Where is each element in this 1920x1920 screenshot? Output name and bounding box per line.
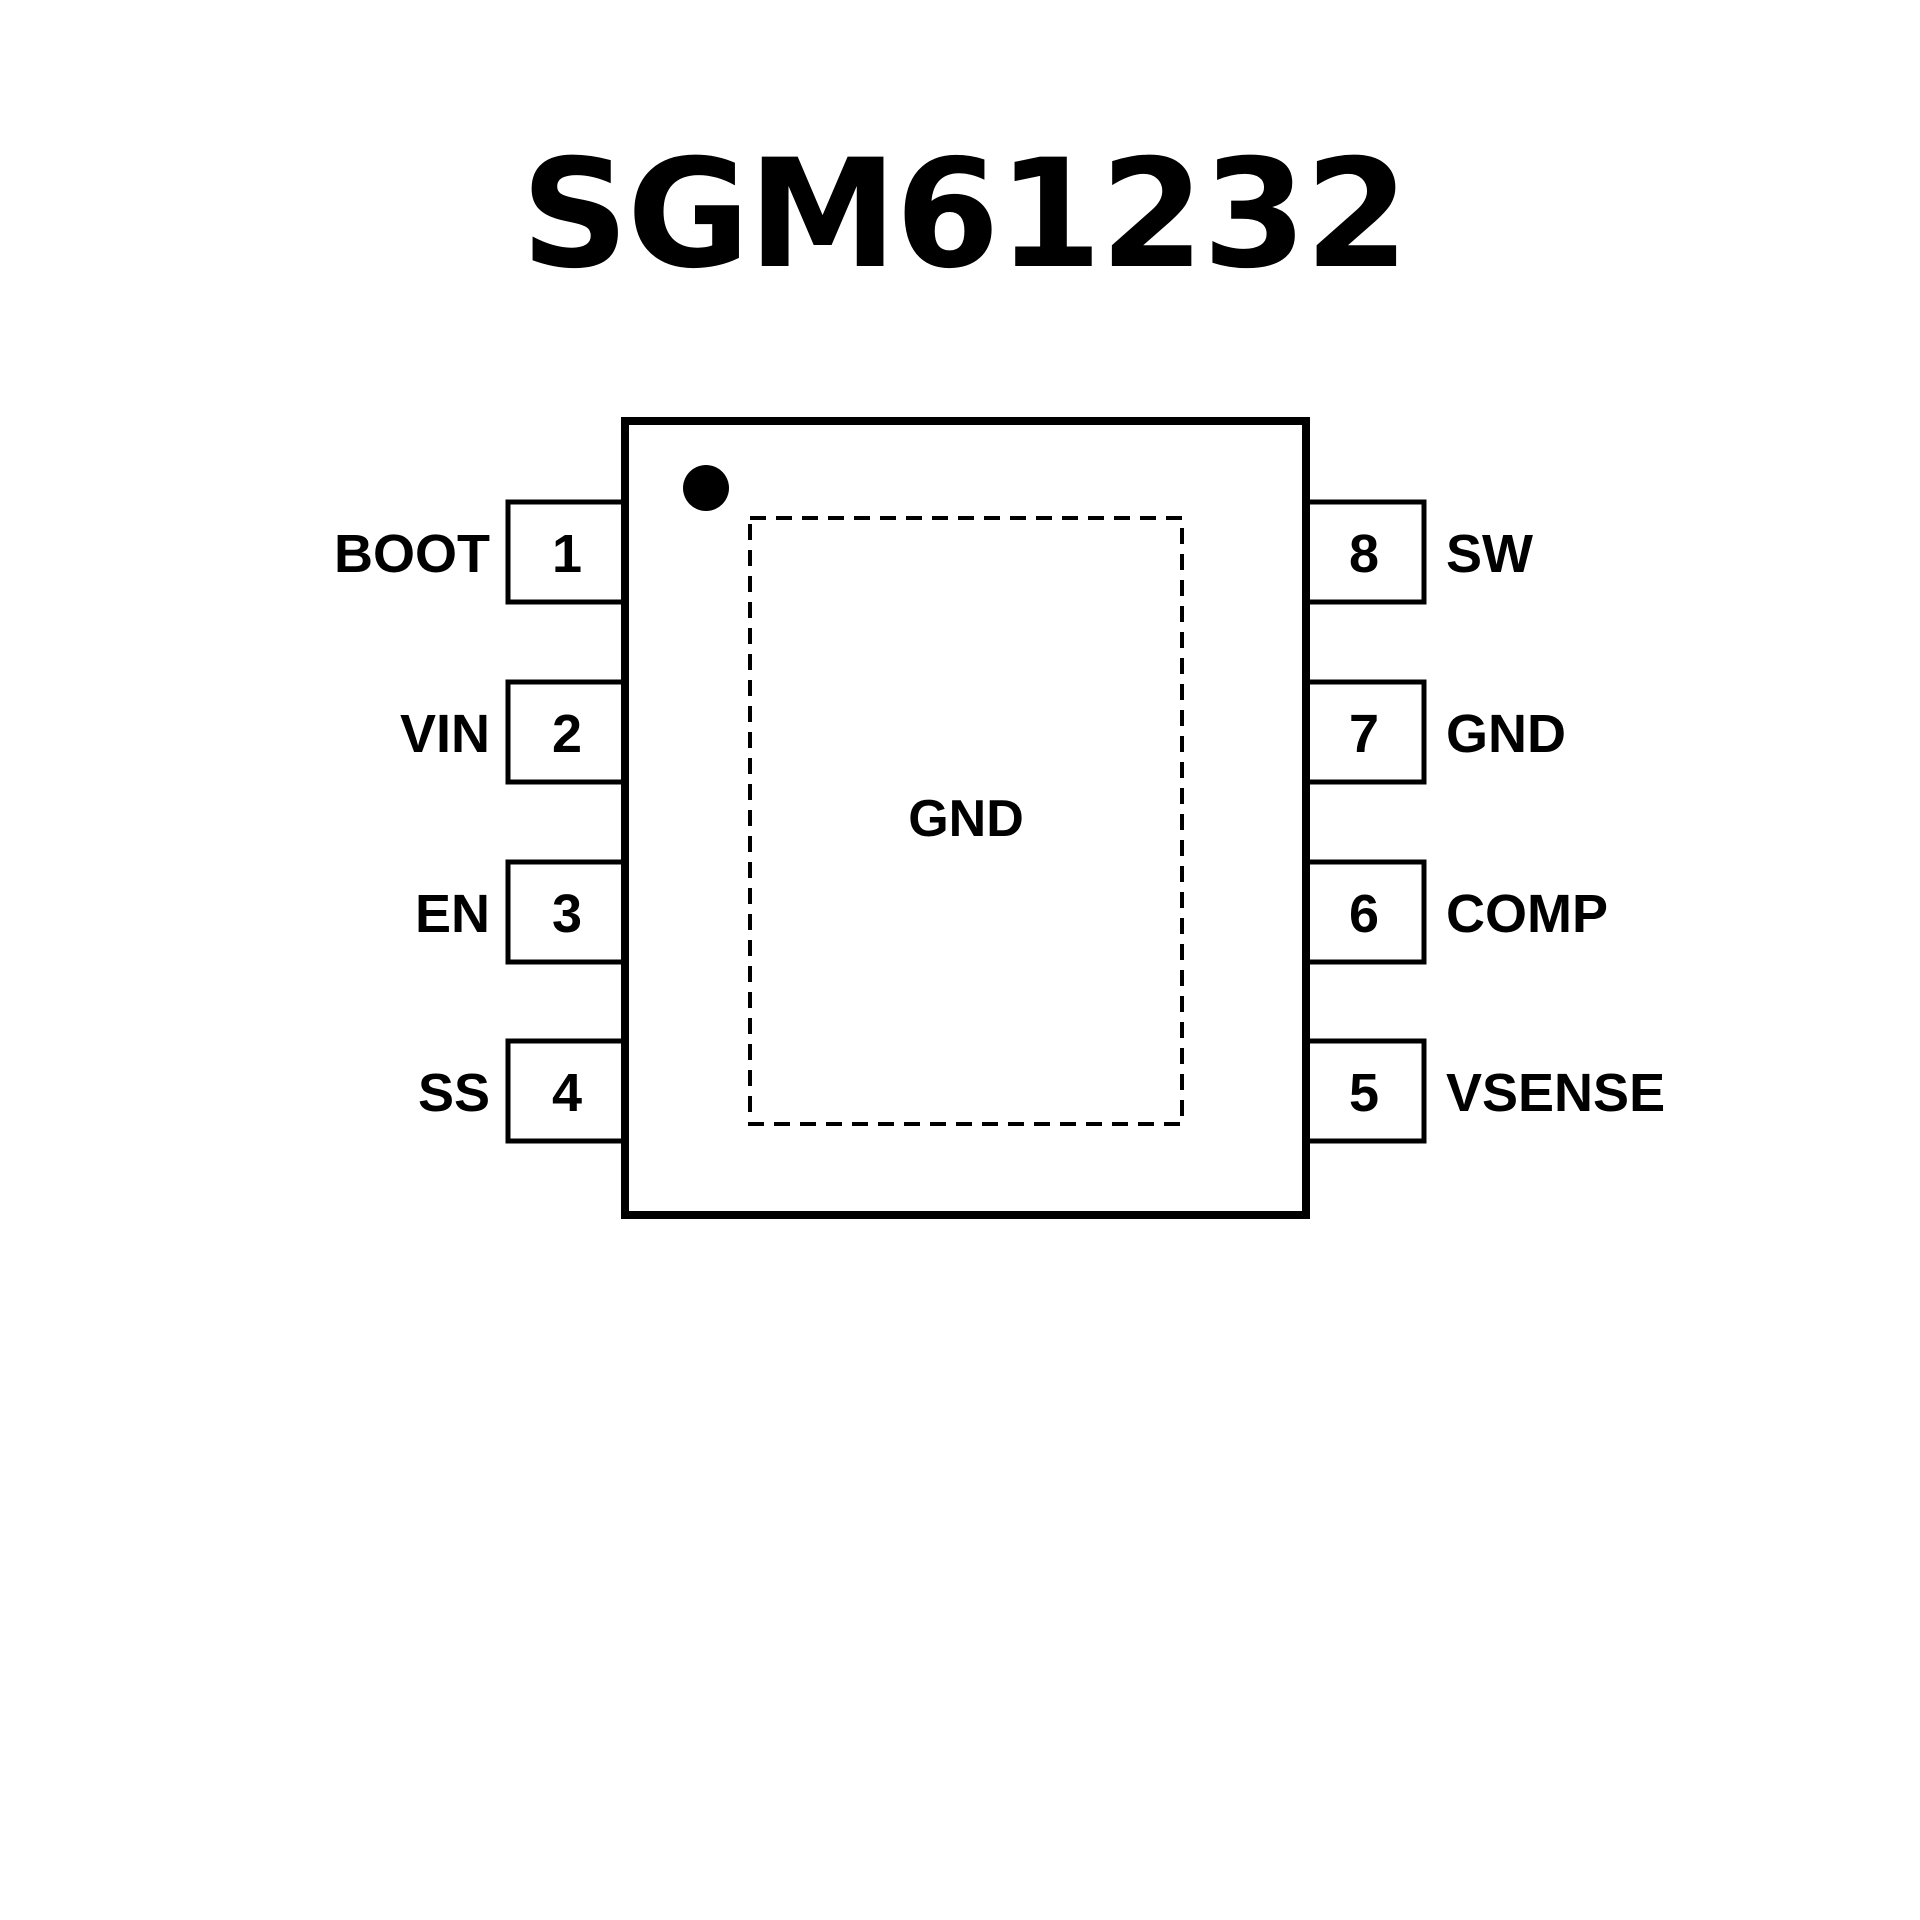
pin-number: 5 <box>1349 1063 1379 1123</box>
pin-number: 4 <box>552 1063 582 1123</box>
pin-lead <box>505 679 621 785</box>
pin-name: VIN <box>400 704 490 764</box>
pin-name: SW <box>1446 524 1533 584</box>
pin-6: 6 COMP <box>1310 859 1608 965</box>
pin-1: 1 BOOT <box>334 499 621 605</box>
pin-name: EN <box>415 884 490 944</box>
pin-name: GND <box>1446 704 1566 764</box>
pin-8: 8 SW <box>1310 499 1533 605</box>
pin-number: 7 <box>1349 704 1379 764</box>
pin-2: 2 VIN <box>400 679 621 785</box>
exposed-pad <box>748 516 1184 1126</box>
pin-number: 6 <box>1349 884 1379 944</box>
part-number-title: SGM61232 <box>520 128 1409 302</box>
pin-lead <box>1310 859 1427 965</box>
pin-name: COMP <box>1446 884 1608 944</box>
pin-lead <box>505 499 621 605</box>
pin-lead <box>505 859 621 965</box>
pin-number: 1 <box>552 524 582 584</box>
pin-lead <box>505 1038 621 1144</box>
pin-number: 8 <box>1349 524 1379 584</box>
pin-name: BOOT <box>334 524 490 584</box>
pin1-dot-icon <box>683 465 729 511</box>
pin-5: 5 VSENSE <box>1310 1038 1665 1144</box>
pin-name: SS <box>418 1063 490 1123</box>
pin-lead <box>1310 499 1427 605</box>
pin-lead <box>1310 1038 1427 1144</box>
chip-body <box>621 417 1310 1219</box>
pin-number: 3 <box>552 884 582 944</box>
pin-3: 3 EN <box>415 859 621 965</box>
pin-number: 2 <box>552 704 582 764</box>
pin-lead <box>1310 679 1427 785</box>
pin-4: 4 SS <box>418 1038 621 1144</box>
exposed-pad-label: GND <box>908 790 1024 848</box>
pin-name: VSENSE <box>1446 1063 1665 1123</box>
pin-7: 7 GND <box>1310 679 1566 785</box>
